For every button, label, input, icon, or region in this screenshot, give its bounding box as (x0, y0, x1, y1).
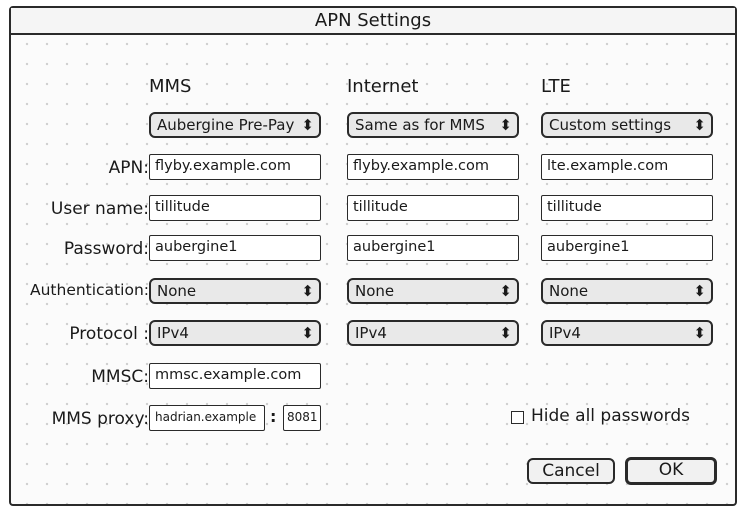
up-down-chevron-icon: ⬍ (301, 116, 314, 134)
lte-protocol-value: IPv4 (549, 324, 581, 342)
window-title: APN Settings (11, 8, 735, 35)
column-header-lte: LTE (541, 76, 571, 97)
column-header-mms: MMS (149, 76, 192, 97)
mmsc-input[interactable]: mmsc.example.com (149, 363, 321, 389)
apn-settings-window: APN Settings MMS Internet LTE Aubergine … (9, 6, 737, 506)
authentication-label: Authentication: (29, 281, 149, 299)
up-down-chevron-icon: ⬍ (499, 116, 512, 134)
up-down-chevron-icon: ⬍ (301, 324, 314, 342)
internet-protocol-select[interactable]: IPv4 ⬍ (347, 320, 519, 346)
lte-apn-input[interactable]: lte.example.com (541, 154, 713, 180)
hide-passwords-label: Hide all passwords (531, 406, 690, 426)
internet-apn-input[interactable]: flyby.example.com (347, 154, 519, 180)
mms-authentication-select[interactable]: None ⬍ (149, 278, 321, 304)
mms-proxy-port-input[interactable]: 8081 (283, 405, 321, 431)
up-down-chevron-icon: ⬍ (693, 324, 706, 342)
mms-protocol-value: IPv4 (157, 324, 189, 342)
internet-username-input[interactable]: tillitude (347, 195, 519, 221)
internet-protocol-value: IPv4 (355, 324, 387, 342)
lte-username-input[interactable]: tillitude (541, 195, 713, 221)
lte-profile-value: Custom settings (549, 116, 672, 134)
mms-proxy-host-input[interactable]: hadrian.example (149, 405, 265, 431)
internet-authentication-value: None (355, 282, 395, 300)
lte-protocol-select[interactable]: IPv4 ⬍ (541, 320, 713, 346)
proxy-port-separator: : (270, 407, 277, 426)
mms-profile-value: Aubergine Pre-Pay (157, 116, 295, 134)
internet-password-input[interactable]: aubergine1 (347, 235, 519, 261)
password-label: Password: (63, 239, 149, 259)
ok-button[interactable]: OK (625, 457, 717, 485)
internet-profile-value: Same as for MMS (355, 116, 485, 134)
up-down-chevron-icon: ⬍ (301, 282, 314, 300)
mms-authentication-value: None (157, 282, 197, 300)
lte-password-input[interactable]: aubergine1 (541, 235, 713, 261)
lte-authentication-select[interactable]: None ⬍ (541, 278, 713, 304)
mms-proxy-label: MMS proxy: (51, 409, 149, 429)
mms-profile-select[interactable]: Aubergine Pre-Pay ⬍ (149, 112, 321, 138)
lte-profile-select[interactable]: Custom settings ⬍ (541, 112, 713, 138)
mmsc-label: MMSC: (91, 367, 149, 387)
apn-label: APN: (108, 158, 149, 178)
up-down-chevron-icon: ⬍ (693, 116, 706, 134)
internet-authentication-select[interactable]: None ⬍ (347, 278, 519, 304)
column-header-internet: Internet (347, 76, 419, 97)
up-down-chevron-icon: ⬍ (499, 282, 512, 300)
username-label: User name: (50, 199, 149, 219)
lte-authentication-value: None (549, 282, 589, 300)
mms-password-input[interactable]: aubergine1 (149, 235, 321, 261)
mms-apn-input[interactable]: flyby.example.com (149, 154, 321, 180)
cancel-button[interactable]: Cancel (527, 458, 615, 484)
internet-profile-select[interactable]: Same as for MMS ⬍ (347, 112, 519, 138)
mms-protocol-select[interactable]: IPv4 ⬍ (149, 320, 321, 346)
up-down-chevron-icon: ⬍ (499, 324, 512, 342)
mms-username-input[interactable]: tillitude (149, 195, 321, 221)
hide-passwords-checkbox[interactable] (511, 411, 524, 424)
protocol-label: Protocol : (69, 324, 149, 344)
up-down-chevron-icon: ⬍ (693, 282, 706, 300)
